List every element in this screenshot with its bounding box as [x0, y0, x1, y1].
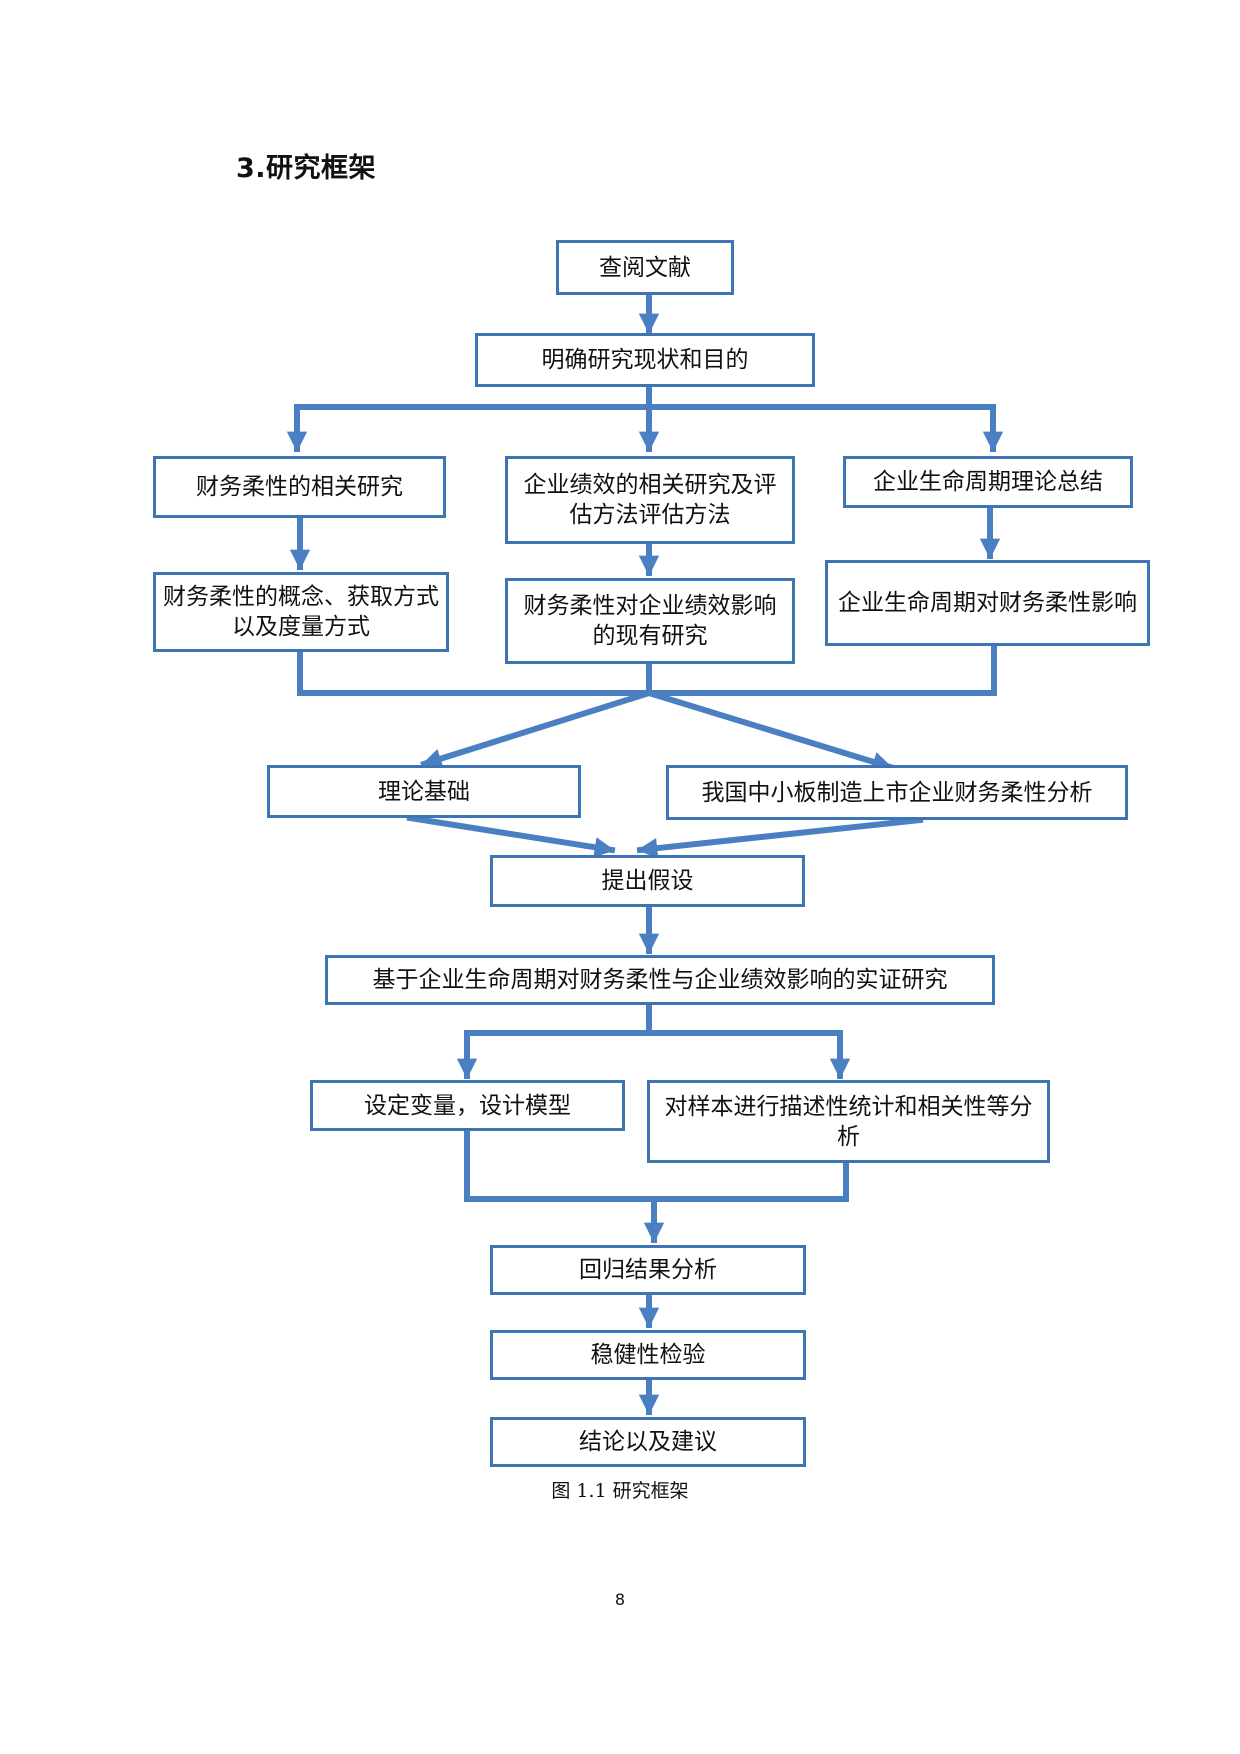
node-conclusion: 结论以及建议: [490, 1417, 806, 1467]
arrow-merge-to-sme: [645, 689, 894, 772]
node-ff-research: 财务柔性的相关研究: [153, 456, 446, 518]
node-lifecycle-summary: 企业生命周期理论总结: [843, 456, 1133, 508]
section-heading: 3.研究框架: [236, 153, 377, 184]
node-robustness: 稳健性检验: [490, 1330, 806, 1380]
node-empirical: 基于企业生命周期对财务柔性与企业绩效影响的实证研究: [325, 955, 995, 1005]
arrow-sme-to-hypothesis: [636, 816, 924, 859]
node-hypothesis: 提出假设: [490, 855, 805, 907]
node-ff-concept: 财务柔性的概念、获取方式以及度量方式: [153, 572, 449, 652]
figure-caption: 图 1.1 研究框架: [551, 1480, 689, 1502]
arrow-theory-to-hypothesis: [406, 814, 616, 858]
node-ff-perf-existing: 财务柔性对企业绩效影响的现有研究: [505, 578, 795, 664]
node-clarify: 明确研究现状和目的: [475, 333, 815, 387]
node-regression: 回归结果分析: [490, 1245, 806, 1295]
node-sme-analysis: 我国中小板制造上市企业财务柔性分析: [666, 765, 1128, 820]
page-number: 8: [614, 1590, 626, 1609]
node-lifecycle-ff: 企业生命周期对财务柔性影响: [825, 560, 1150, 646]
node-lit-review: 查阅文献: [556, 240, 734, 295]
node-variables-model: 设定变量，设计模型: [310, 1080, 625, 1131]
node-theory-basis: 理论基础: [267, 765, 581, 818]
node-perf-research: 企业绩效的相关研究及评估方法评估方法: [505, 456, 795, 544]
arrow-merge-to-theory: [420, 689, 653, 769]
node-descriptive: 对样本进行描述性统计和相关性等分析: [647, 1080, 1050, 1163]
